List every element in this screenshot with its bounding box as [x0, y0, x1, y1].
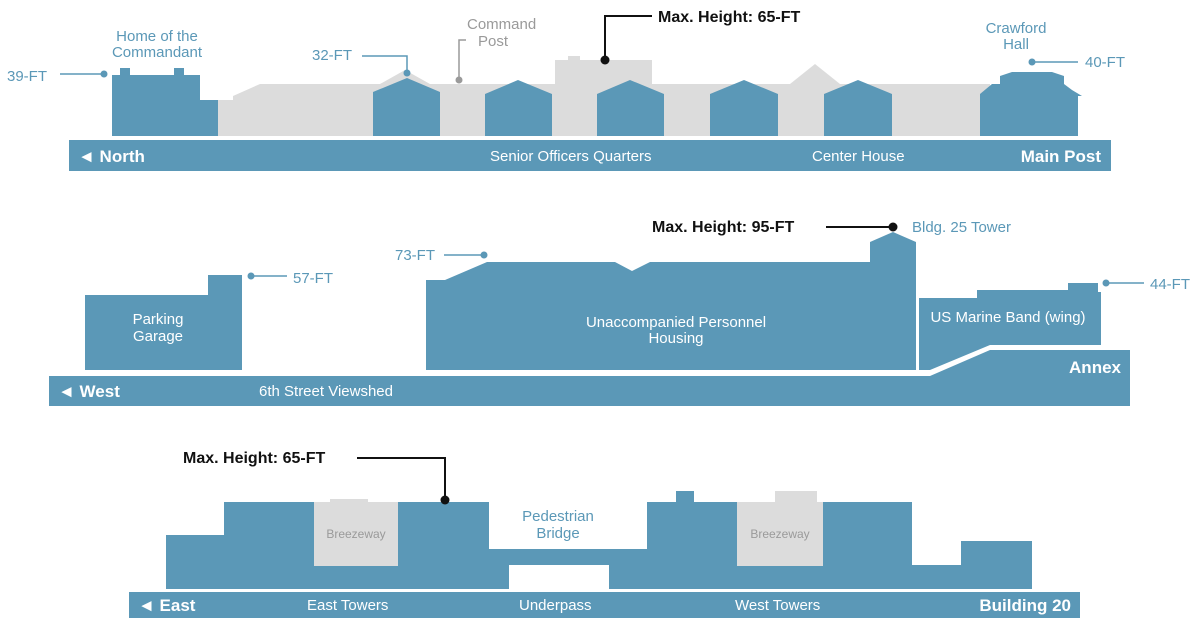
quarters-house-5 — [824, 80, 892, 136]
annex-elevation: Parking Garage Unaccompanied Personnel H… — [49, 219, 1190, 406]
main-post-elevation: ◄ North Senior Officers Quarters Center … — [7, 9, 1125, 171]
home-of-commandant-building — [112, 68, 218, 136]
east-breezeway-label: Breezeway — [326, 527, 385, 541]
height-73ft-dot — [480, 251, 488, 259]
main-post-site-name: Main Post — [1021, 147, 1102, 166]
command-post-dot — [455, 76, 463, 84]
home-commandant-label-line2: Commandant — [112, 44, 203, 61]
parking-garage-building — [85, 275, 242, 370]
height-57ft-dot — [247, 272, 255, 280]
annex-max-height-dot — [888, 222, 898, 232]
pedestrian-bridge — [489, 549, 647, 565]
annex-band — [49, 350, 1130, 406]
crawford-hall-label-line1: Crawford — [986, 20, 1047, 37]
building20-site-name: Building 20 — [979, 596, 1071, 615]
uph-label-line1: Unaccompanied Personnel — [586, 314, 766, 331]
height-44ft-label: 44-FT — [1150, 276, 1190, 293]
command-post-label-line2: Post — [478, 33, 509, 50]
parking-garage-label-line2: Garage — [133, 328, 183, 345]
height-57ft-label: 57-FT — [293, 270, 333, 287]
main-post-max-height-dot — [600, 55, 610, 65]
west-breezeway-label: Breezeway — [750, 527, 809, 541]
height-32ft-leader — [362, 55, 408, 73]
building20-band — [129, 592, 1080, 618]
center-house-label: Center House — [812, 148, 905, 165]
height-39ft-dot — [100, 70, 108, 78]
bldg25-tower-label: Bldg. 25 Tower — [912, 219, 1011, 236]
main-post-max-height-label: Max. Height: 65-FT — [658, 9, 800, 26]
main-post-band — [69, 140, 1111, 171]
height-39ft-label: 39-FT — [7, 68, 47, 85]
building20-elevation: Breezeway Breezeway Pedestrian Bridge ◄ … — [129, 450, 1080, 618]
building20-max-height-dot — [440, 495, 450, 505]
command-post-label-line1: Command — [467, 16, 536, 33]
west-breezeway — [737, 491, 823, 566]
pedestrian-bridge-label-line1: Pedestrian — [522, 508, 594, 525]
annex-direction: ◄ West — [58, 382, 120, 401]
pedestrian-bridge-label-line2: Bridge — [536, 525, 579, 542]
quarters-house-4 — [710, 80, 778, 136]
building20-max-height-label: Max. Height: 65-FT — [183, 450, 325, 467]
height-32ft-dot — [403, 69, 411, 77]
underpass-label: Underpass — [519, 597, 592, 614]
band-wing-label: US Marine Band (wing) — [930, 309, 1085, 326]
main-post-direction: ◄ North — [78, 147, 145, 166]
east-breezeway — [314, 499, 398, 566]
annex-max-height-label: Max. Height: 95-FT — [652, 219, 794, 236]
crawford-hall-label-line2: Hall — [1003, 36, 1029, 53]
crawford-hall-building — [980, 72, 1082, 136]
home-commandant-label-line1: Home of the — [116, 28, 198, 45]
command-post-leader — [458, 39, 466, 80]
parking-garage-label-line1: Parking — [133, 311, 184, 328]
building20-max-height-leader — [357, 457, 446, 500]
unaccompanied-personnel-housing-building — [426, 232, 916, 370]
quarters-house-2 — [485, 80, 552, 136]
uph-label-line2: Housing — [648, 330, 703, 347]
quarters-house-3 — [597, 80, 664, 136]
us-marine-band-wing-building — [919, 283, 1101, 370]
west-towers-label: West Towers — [735, 597, 820, 614]
annex-site-name: Annex — [1069, 358, 1122, 377]
main-post-max-height-leader — [604, 15, 652, 60]
east-towers-label: East Towers — [307, 597, 388, 614]
quarters-house-1 — [373, 78, 440, 136]
height-40ft-label: 40-FT — [1085, 54, 1125, 71]
height-44ft-dot — [1102, 279, 1110, 287]
height-32ft-label: 32-FT — [312, 47, 352, 64]
sixth-street-viewshed-label: 6th Street Viewshed — [259, 383, 393, 400]
height-73ft-label: 73-FT — [395, 247, 435, 264]
senior-officers-quarters-label: Senior Officers Quarters — [490, 148, 651, 165]
building20-direction: ◄ East — [138, 596, 196, 615]
height-40ft-dot — [1028, 58, 1036, 66]
